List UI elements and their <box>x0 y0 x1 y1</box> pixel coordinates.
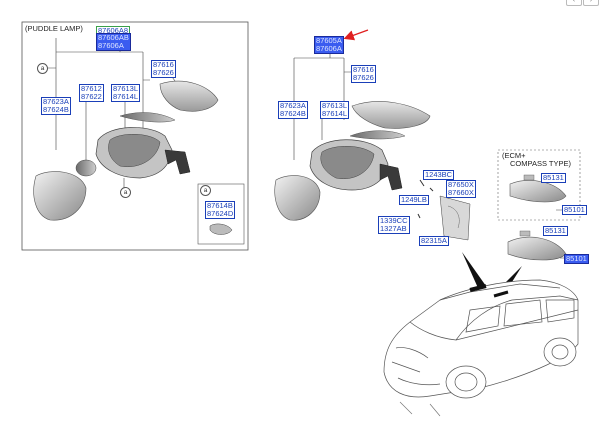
puddle-lamp-shape <box>75 159 97 177</box>
repeater-lamp-shape <box>119 112 176 123</box>
detail-a-frame <box>197 183 245 245</box>
detail-a-marker-1[interactable]: a <box>37 63 48 74</box>
mirror-cover-shape <box>159 80 219 112</box>
label-glass-puddle[interactable]: 87623A 87624B <box>41 97 71 115</box>
label-mirror-assy-selected[interactable]: 87605A 87606A <box>314 36 344 54</box>
callout-arrow <box>343 29 369 41</box>
label-grommet[interactable]: 1339CC 1327AB <box>378 216 410 234</box>
label-ecm-lower-mirror-selected[interactable]: 85101 <box>564 254 589 264</box>
label-puddle-lamp[interactable]: 87612 87622 <box>79 84 104 102</box>
label-glass[interactable]: 87623A 87624B <box>278 101 308 119</box>
label-ecm-upper-cover[interactable]: 85131 <box>541 173 566 183</box>
label-cover-puddle[interactable]: 87616 87626 <box>151 60 176 78</box>
label-repeater-puddle[interactable]: 87613L 87614L <box>111 84 141 102</box>
ecm-frame <box>497 149 581 221</box>
label-repeater[interactable]: 87613L 87614L <box>320 101 350 119</box>
label-inside-cover[interactable]: 87650X 87660X <box>446 180 476 198</box>
detail-a-marker-box: a <box>200 185 211 196</box>
label-screw[interactable]: 1249LB <box>399 195 429 205</box>
label-mirror-assy-puddle-selected[interactable]: 87606AB 87606A <box>96 33 131 51</box>
label-bolt[interactable]: 1243BC <box>423 170 455 180</box>
puddle-lamp-frame <box>21 21 249 251</box>
label-ecm-lower-cover[interactable]: 85131 <box>543 226 568 236</box>
label-cover[interactable]: 87616 87626 <box>351 65 376 83</box>
inside-cover-shape <box>439 195 471 241</box>
label-puddle-detail[interactable]: 87614B 87624D <box>205 201 236 219</box>
puddle-lamp-title: (PUDDLE LAMP) <box>25 24 83 33</box>
detail-a-marker-2[interactable]: a <box>120 187 131 198</box>
leader-pointer-left <box>462 252 486 288</box>
label-plug[interactable]: 82315A <box>419 236 449 246</box>
suv-vehicle <box>383 279 579 417</box>
next-icon[interactable]: › <box>583 0 599 6</box>
mirror-glass-shape <box>33 171 87 221</box>
prev-icon[interactable]: ‹ <box>566 0 582 6</box>
ecm-title: (ECM+ COMPASS TYPE) <box>502 151 571 168</box>
label-ecm-upper-mirror[interactable]: 85101 <box>562 205 587 215</box>
